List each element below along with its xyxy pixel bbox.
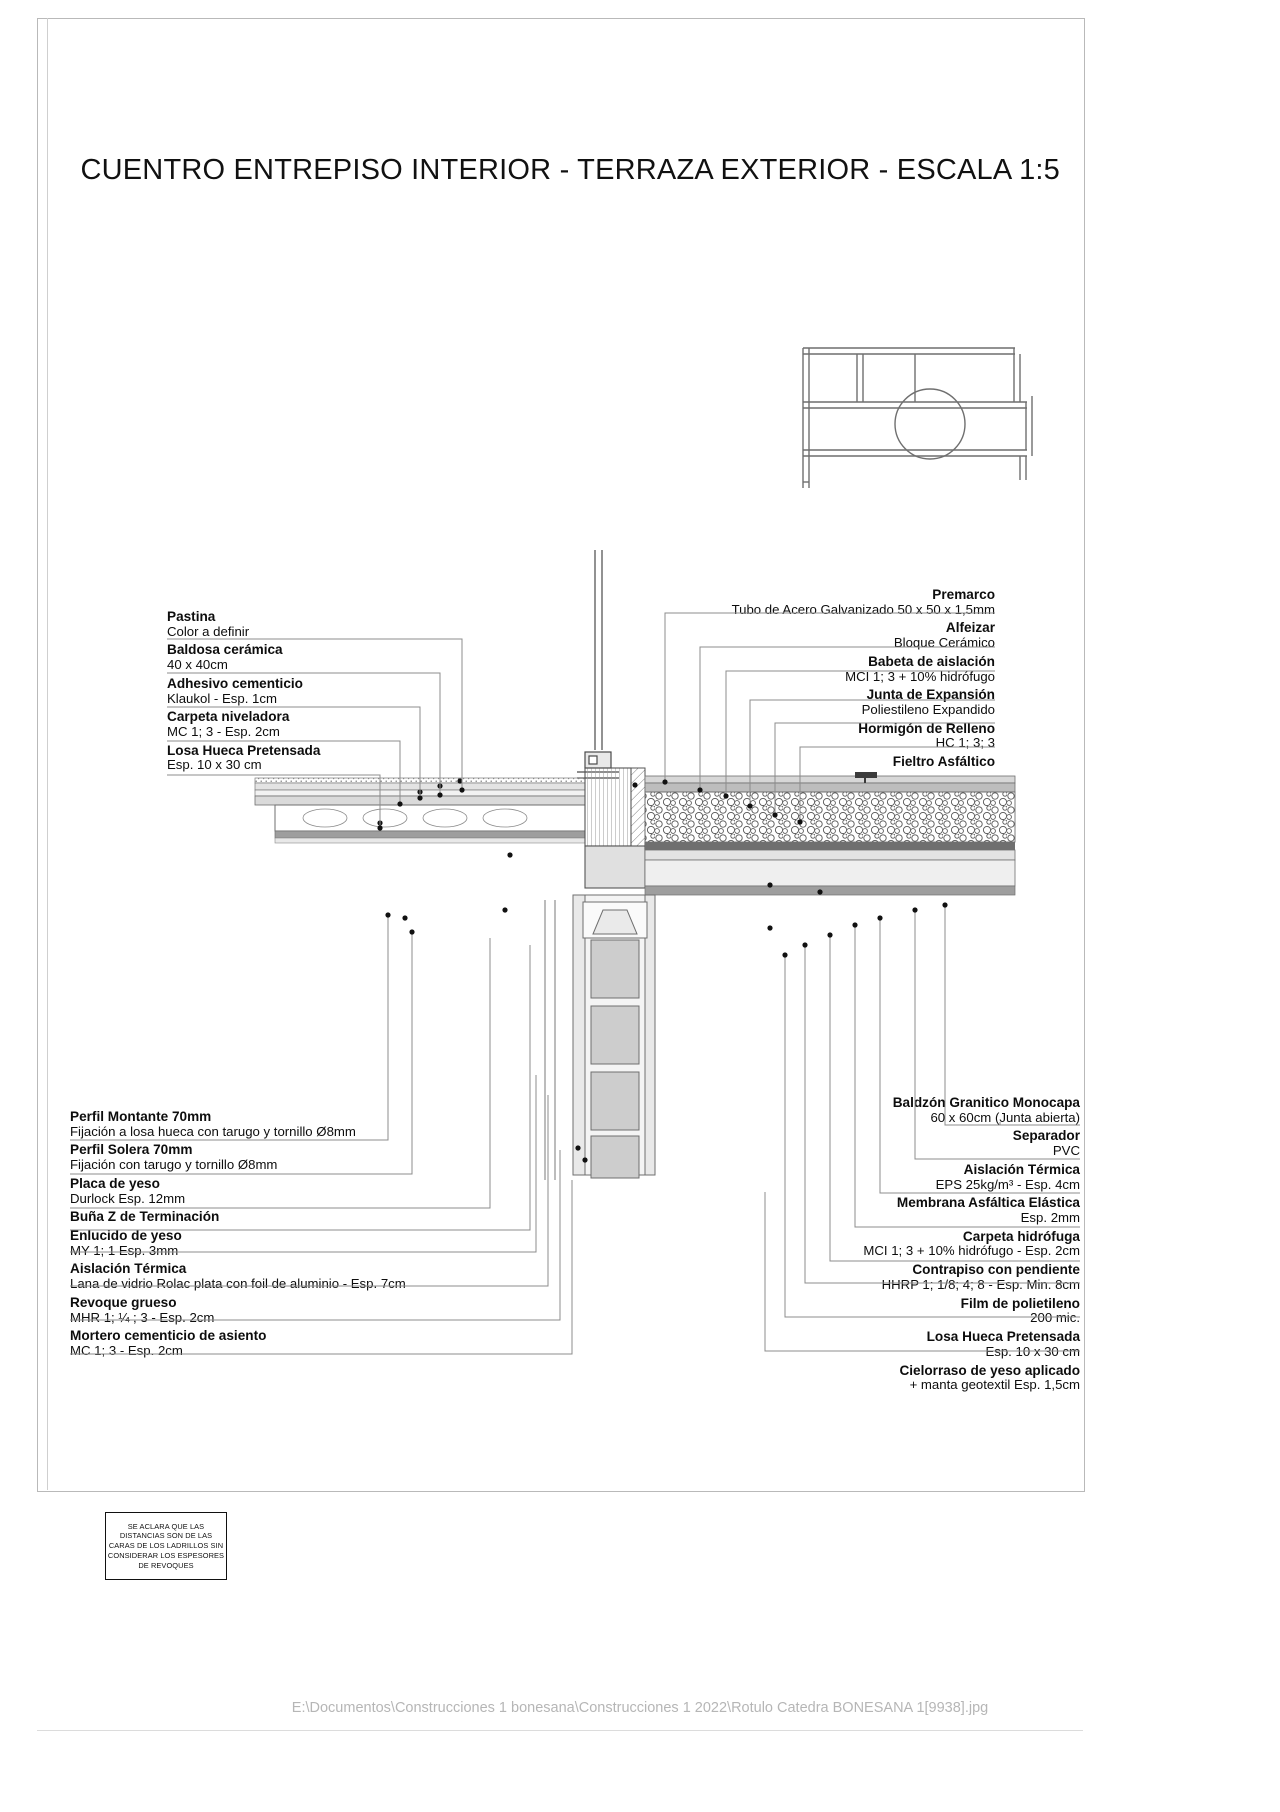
label-title: Revoque grueso — [70, 1294, 177, 1310]
label-title: Pastina — [167, 609, 216, 624]
label-title: Alfeizar — [945, 620, 995, 636]
label-title: Baldzón Granitico Monocapa — [892, 1095, 1080, 1110]
label-title: Cielorraso de yeso aplicado — [899, 1362, 1080, 1378]
label-subtitle: Klaukol - Esp. 1cm — [167, 690, 277, 706]
label-enlucido-de-yeso: Enlucido de yeso MY 1; 1 Esp. 3mm — [70, 1228, 490, 1258]
label-cielorraso-yeso-aplicado: Cielorraso de yeso aplicado + manta geot… — [780, 1362, 1080, 1393]
label-alfeizar: Alfeizar Bloque Cerámico — [700, 621, 995, 650]
label-subtitle: MC 1; 3 - Esp. 2cm — [70, 1343, 183, 1359]
label-title: Baldosa cerámica — [167, 642, 283, 658]
label-subtitle: MCI 1; 3 + 10% hidrófugo - Esp. 2cm — [863, 1243, 1080, 1259]
label-premarco: Premarco Tubo de Acero Galvanizado 50 x … — [700, 587, 995, 617]
label-placa-de-yeso: Placa de yeso Durlock Esp. 12mm — [70, 1175, 490, 1206]
label-title: Placa de yeso — [70, 1175, 160, 1191]
label-title: Premarco — [932, 587, 995, 602]
label-subtitle: Durlock Esp. 12mm — [70, 1190, 186, 1206]
label-subtitle: Esp. 10 x 30 cm — [167, 757, 262, 773]
label-aislacion-termica-eps: Aislación Térmica EPS 25kg/m³ - Esp. 4cm — [780, 1161, 1080, 1192]
label-subtitle: Fijación con tarugo y tornillo Ø8mm — [70, 1157, 278, 1173]
label-baldzon-granitico: Baldzón Granitico Monocapa 60 x 60cm (Ju… — [780, 1095, 1080, 1125]
label-title: Carpeta hidrófuga — [962, 1228, 1080, 1244]
label-group-top-right: Premarco Tubo de Acero Galvanizado 50 x … — [700, 587, 995, 770]
sheet-inner-border — [47, 18, 48, 1490]
label-title: Membrana Asfáltica Elástica — [896, 1195, 1080, 1211]
label-subtitle: Fijación a losa hueca con tarugo y torni… — [70, 1123, 356, 1139]
label-contrapiso-con-pendiente: Contrapiso con pendiente HHRP 1; 1/8; 4;… — [780, 1263, 1080, 1292]
page-title: CUENTRO ENTREPISO INTERIOR - TERRAZA EXT… — [80, 154, 1060, 186]
label-subtitle: MCI 1; 3 + 10% hidrófugo — [845, 668, 995, 684]
label-perfil-solera: Perfil Solera 70mm Fijación con tarugo y… — [70, 1143, 490, 1172]
label-mortero-cementicio-asiento: Mortero cementicio de asiento MC 1; 3 - … — [70, 1329, 490, 1358]
label-title: Perfil Solera 70mm — [70, 1142, 193, 1158]
label-title: Separador — [1012, 1128, 1080, 1144]
label-junta-de-expansion: Junta de Expansión Poliestileno Expandid… — [700, 688, 995, 717]
label-subtitle: MC 1; 3 - Esp. 2cm — [167, 724, 280, 740]
label-group-bottom-right: Baldzón Granitico Monocapa 60 x 60cm (Ju… — [780, 1095, 1080, 1393]
label-title: Aislación Térmica — [70, 1261, 187, 1277]
label-group-top-left: Pastina Color a definir Baldosa cerámica… — [167, 609, 487, 773]
note-line-4: CONSIDERAR LOS ESPESORES — [107, 1550, 225, 1560]
label-title: Adhesivo cementicio — [167, 675, 303, 691]
note-line-5: DE REVOQUES — [138, 1560, 194, 1570]
key-plan-diagram — [795, 340, 1040, 495]
label-title: Aislación Térmica — [963, 1161, 1080, 1177]
label-carpeta-niveladora: Carpeta niveladora MC 1; 3 - Esp. 2cm — [167, 710, 487, 739]
label-subtitle: MHR 1; ¼ ; 3 - Esp. 2cm — [70, 1309, 215, 1325]
note-line-3: CARAS DE LOS LADRILLOS SIN — [108, 1541, 224, 1551]
label-title: Junta de Expansión — [866, 687, 995, 703]
label-subtitle: Tubo de Acero Galvanizado 50 x 50 x 1,5m… — [731, 601, 995, 617]
label-babeta-de-aislacion: Babeta de aislación MCI 1; 3 + 10% hidró… — [700, 653, 995, 684]
label-title: Perfil Montante 70mm — [70, 1109, 212, 1124]
label-subtitle: Esp. 10 x 30 cm — [985, 1343, 1080, 1359]
label-title: Fieltro Asfáltico — [892, 754, 995, 770]
label-group-bottom-left: Perfil Montante 70mm Fijación a losa hue… — [70, 1109, 490, 1359]
label-separador: Separador PVC — [780, 1129, 1080, 1158]
label-subtitle: Poliestileno Expandido — [861, 702, 995, 718]
label-subtitle: 40 x 40cm — [167, 657, 228, 673]
note-text: SE ACLARA QUE LAS DISTANCIAS SON DE LAS … — [108, 1522, 224, 1571]
label-title: Buña Z de Terminación — [70, 1209, 220, 1225]
label-subtitle: Bloque Cerámico — [893, 635, 995, 651]
label-pastina: Pastina Color a definir — [167, 609, 487, 639]
clarification-note-box: SE ACLARA QUE LAS DISTANCIAS SON DE LAS … — [105, 1512, 227, 1580]
label-title: Hormigón de Relleno — [858, 720, 995, 736]
label-subtitle: 60 x 60cm (Junta abierta) — [930, 1109, 1080, 1125]
label-aislacion-termica-interior: Aislación Térmica Lana de vidrio Rolac p… — [70, 1262, 490, 1291]
label-subtitle: MY 1; 1 Esp. 3mm — [70, 1242, 179, 1258]
label-subtitle: HHRP 1; 1/8; 4; 8 - Esp. Min. 8cm — [881, 1276, 1080, 1292]
label-film-de-polietileno: Film de polietileno 200 mic. — [780, 1295, 1080, 1326]
label-title: Mortero cementicio de asiento — [70, 1328, 267, 1344]
label-losa-hueca-pretensada-ext: Losa Hueca Pretensada Esp. 10 x 30 cm — [780, 1329, 1080, 1359]
label-title: Carpeta niveladora — [167, 709, 290, 725]
label-subtitle: 200 mic. — [1030, 1310, 1080, 1326]
label-adhesivo-cementicio: Adhesivo cementicio Klaukol - Esp. 1cm — [167, 675, 487, 706]
label-subtitle: Lana de vidrio Rolac plata con foil de a… — [70, 1276, 406, 1292]
label-perfil-montante: Perfil Montante 70mm Fijación a losa hue… — [70, 1109, 490, 1139]
label-buna-z-terminacion: Buña Z de Terminación — [70, 1210, 490, 1225]
note-line-2: DISTANCIAS SON DE LAS — [119, 1531, 213, 1541]
footer-divider — [37, 1730, 1083, 1731]
footer-file-path: E:\Documentos\Construcciones 1 bonesana\… — [291, 1700, 989, 1716]
label-title: Losa Hueca Pretensada — [926, 1329, 1080, 1345]
label-baldosa-ceramica: Baldosa cerámica 40 x 40cm — [167, 643, 487, 672]
label-subtitle: PVC — [1052, 1143, 1080, 1159]
label-title: Contrapiso con pendiente — [912, 1262, 1080, 1278]
label-hormigon-de-relleno: Hormigón de Relleno HC 1; 3; 3 — [700, 720, 995, 751]
label-subtitle: + manta geotextil Esp. 1,5cm — [909, 1377, 1080, 1393]
label-title: Babeta de aislación — [868, 653, 995, 669]
label-title: Film de polietileno — [960, 1295, 1080, 1311]
label-subtitle: Esp. 2mm — [1020, 1210, 1080, 1226]
label-carpeta-hidrofuga: Carpeta hidrófuga MCI 1; 3 + 10% hidrófu… — [780, 1228, 1080, 1259]
label-fieltro-asfaltico: Fieltro Asfáltico — [700, 755, 995, 770]
note-line-1: SE ACLARA QUE LAS — [127, 1521, 205, 1531]
label-title: Enlucido de yeso — [70, 1228, 182, 1244]
label-membrana-asfaltica: Membrana Asfáltica Elástica Esp. 2mm — [780, 1196, 1080, 1225]
label-title: Losa Hueca Pretensada — [167, 742, 321, 758]
label-losa-hueca-pretensada: Losa Hueca Pretensada Esp. 10 x 30 cm — [167, 742, 487, 773]
label-revoque-grueso: Revoque grueso MHR 1; ¼ ; 3 - Esp. 2cm — [70, 1294, 490, 1325]
label-subtitle: Color a definir — [167, 623, 250, 639]
label-subtitle: EPS 25kg/m³ - Esp. 4cm — [935, 1176, 1080, 1192]
label-subtitle: HC 1; 3; 3 — [935, 735, 995, 751]
